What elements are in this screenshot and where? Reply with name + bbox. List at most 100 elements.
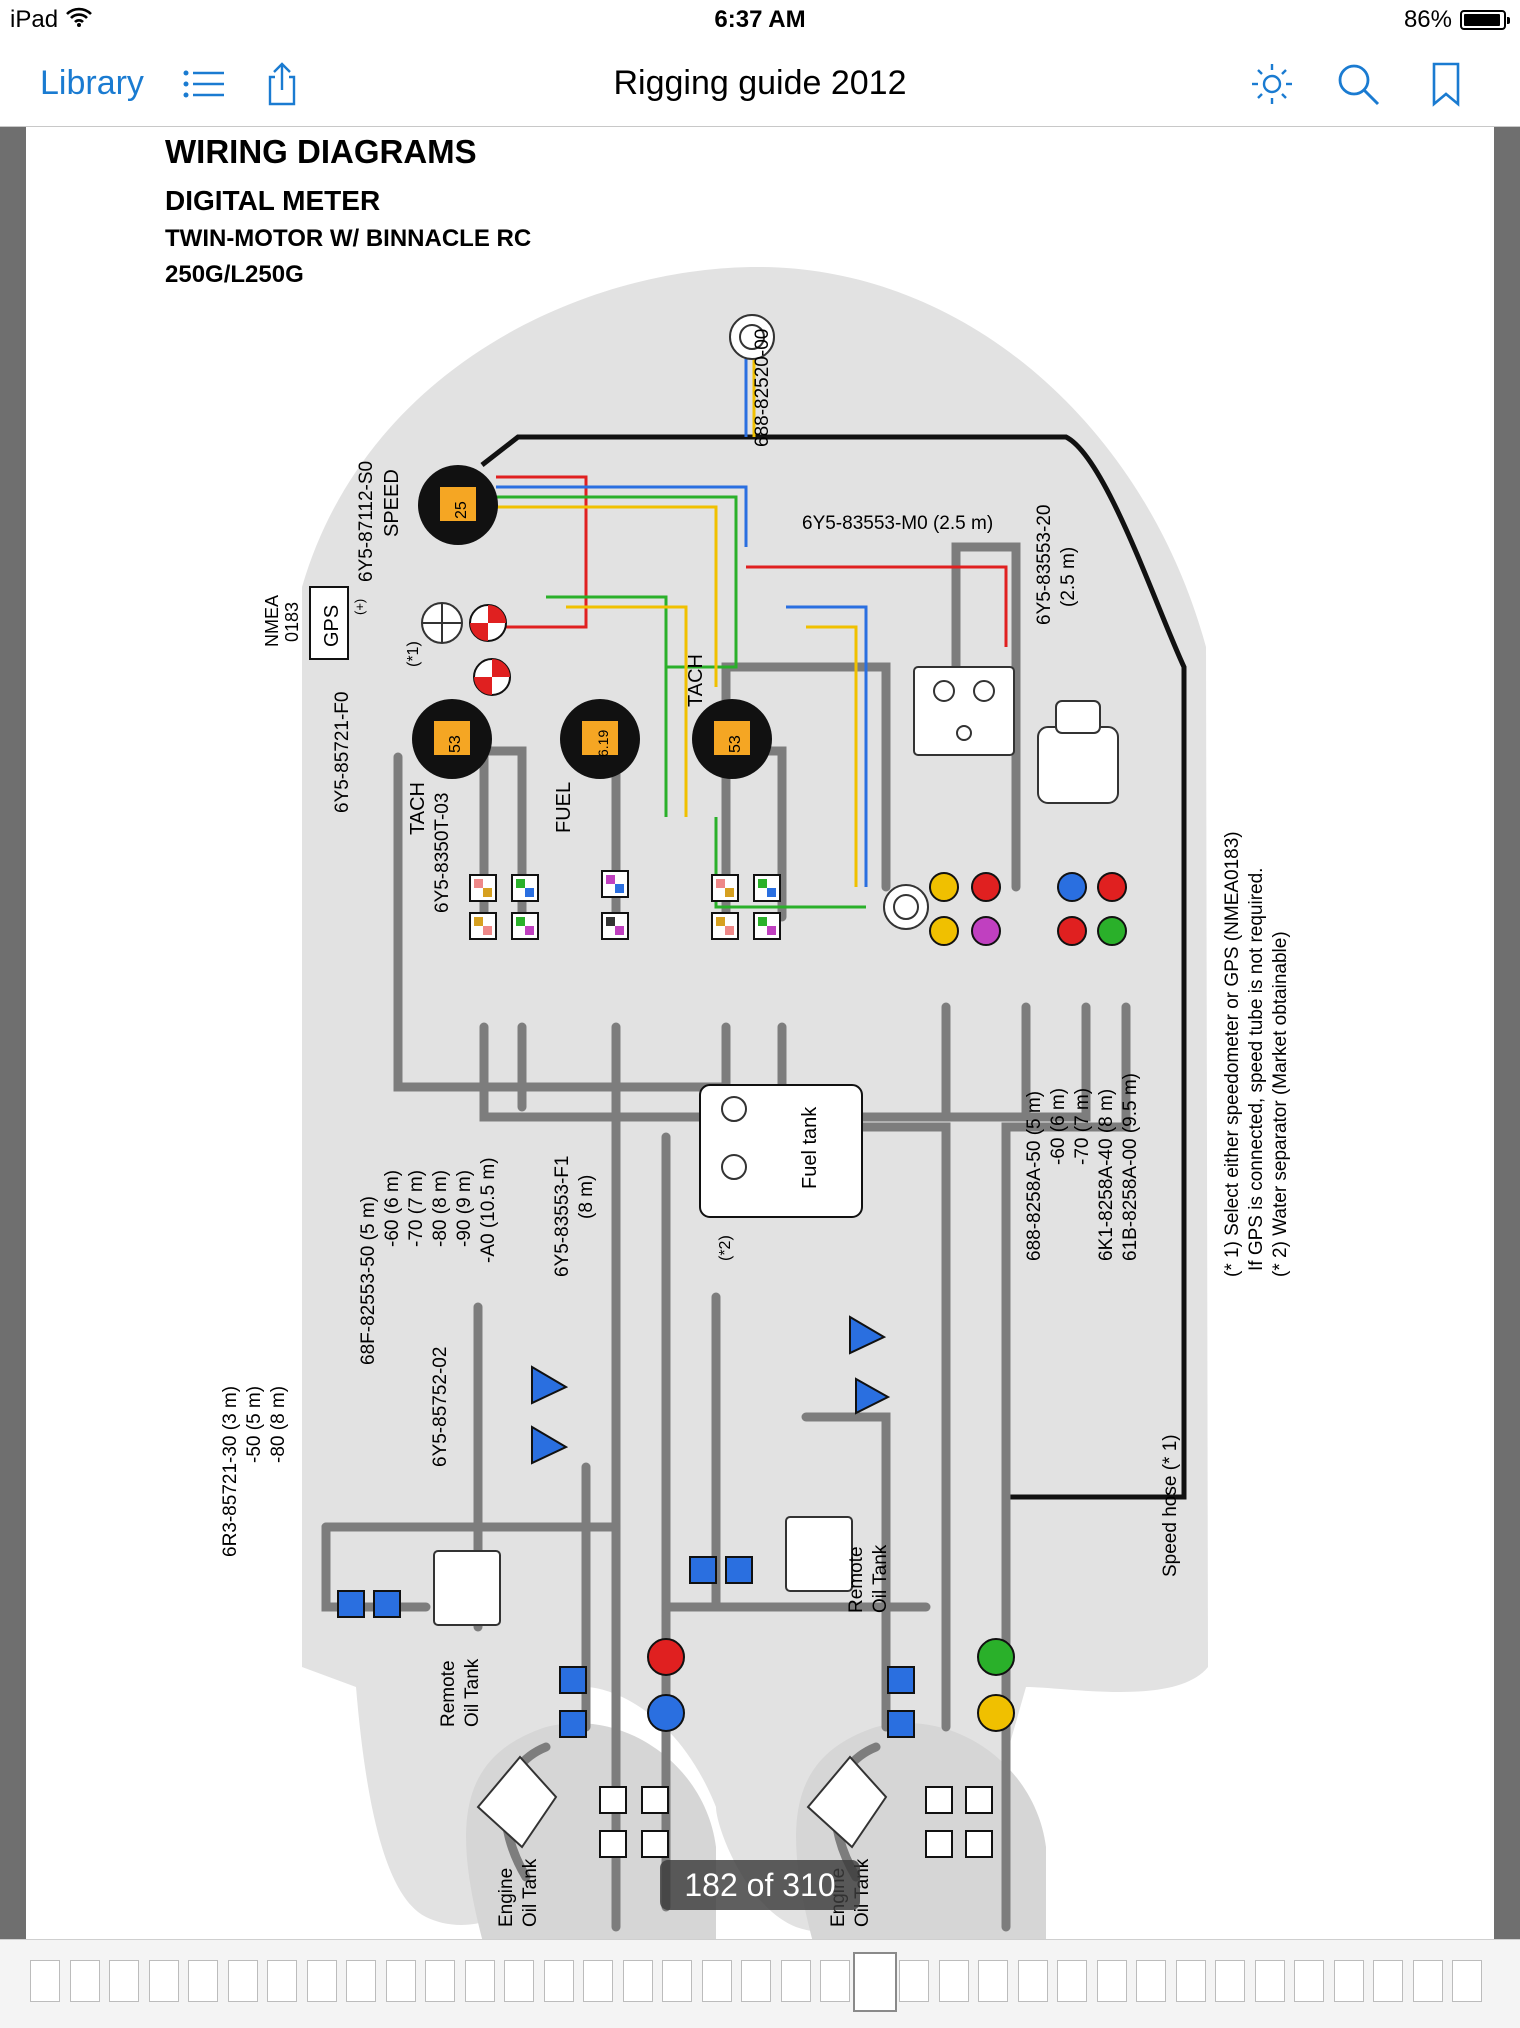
search-icon[interactable] xyxy=(1334,60,1382,108)
page-thumbnail[interactable] xyxy=(1017,1960,1048,2002)
tach-right-label: TACH xyxy=(685,654,707,707)
remote-oil-tank-left xyxy=(433,1550,501,1626)
oil-tank-connectors xyxy=(337,1556,993,1858)
share-icon[interactable] xyxy=(258,60,306,108)
page-thumbnail[interactable] xyxy=(109,1960,139,2002)
list-icon[interactable] xyxy=(180,60,228,108)
page-thumbnail[interactable] xyxy=(543,1960,574,2002)
harness-left-label-5: -90 (9 m) xyxy=(454,1170,475,1247)
page-thumbnail[interactable] xyxy=(583,1960,613,2002)
signal-wires xyxy=(496,357,1008,909)
speed-gauge-display: 25 xyxy=(453,501,470,519)
harness-right-label-3: -70 (7 m) xyxy=(1072,1088,1093,1165)
page-thumbnail[interactable] xyxy=(1215,1960,1245,2002)
page-thumbnail[interactable] xyxy=(306,1960,337,2002)
page-subheading: DIGITAL METER xyxy=(165,185,381,216)
page-thumbnail-strip[interactable] xyxy=(0,1939,1520,2028)
engine-oil-tank-left xyxy=(476,1755,558,1849)
fuel-cable-length-label: (8 m) xyxy=(576,1175,597,1219)
page-thumbnail[interactable] xyxy=(1412,1960,1443,2002)
harness-left-label-1: 68F-82553-50 (5 m) xyxy=(358,1196,379,1365)
fuel-cable-label: 6Y5-83553-F1 xyxy=(552,1156,573,1277)
page-thumbnail[interactable] xyxy=(1333,1960,1364,2002)
page-thumbnail[interactable] xyxy=(385,1960,416,2002)
bookmark-icon[interactable] xyxy=(1422,60,1470,108)
page-thumbnail[interactable] xyxy=(30,1960,60,2002)
page-thumbnail[interactable] xyxy=(346,1960,376,2002)
page-thumbnail[interactable] xyxy=(741,1960,771,2002)
status-bar: iPad 6:37 AM 86% xyxy=(0,0,1520,42)
page-thumbnail[interactable] xyxy=(1254,1960,1285,2002)
page-thumbnail[interactable] xyxy=(1175,1960,1206,2002)
star1-label: (*1) xyxy=(405,641,422,667)
page-thumbnail[interactable] xyxy=(978,1960,1008,2002)
page-thumbnail[interactable] xyxy=(1294,1960,1324,2002)
page-thumbnail[interactable] xyxy=(780,1960,811,2002)
note-3: (* 2) Water separator (Market obtainable… xyxy=(1270,931,1291,1277)
page-thumbnail[interactable] xyxy=(1057,1960,1087,2002)
buzzer-icon-bottom xyxy=(883,884,929,930)
reader-toolbar: Library Rigging guide 2012 xyxy=(0,42,1520,127)
top-sender-label: 688-82520-00 xyxy=(752,329,773,447)
harness-left-label-6: -A0 (10.5 m) xyxy=(478,1157,499,1263)
tach-left-gauge-display: 53 xyxy=(447,735,464,753)
harness-right-label-2: -60 (6 m) xyxy=(1048,1088,1069,1165)
model-label: 250G/L250G xyxy=(165,261,304,288)
junction-box xyxy=(913,666,1015,756)
page-thumbnail[interactable] xyxy=(701,1960,732,2002)
nmea-label: NMEA xyxy=(262,595,282,647)
page-thumbnail[interactable] xyxy=(1136,1960,1166,2002)
hub-cable-right-label: 6Y5-83553-20 xyxy=(1034,505,1055,625)
oil-cable-label-1: 6R3-85721-30 (3 m) xyxy=(220,1386,241,1557)
brightness-icon[interactable] xyxy=(1248,60,1296,108)
connector-blocks xyxy=(469,870,781,940)
oil-cable-label-2: -50 (5 m) xyxy=(244,1386,265,1463)
remote-control-box xyxy=(1037,700,1119,804)
star2-label: (*2) xyxy=(717,1235,734,1261)
document-page: WIRING DIAGRAMS DIGITAL METER TWIN-MOTOR… xyxy=(26,127,1494,1939)
speed-hose-label: Speed hose (* 1) xyxy=(1160,1434,1181,1577)
fuel-tank-fitting-1 xyxy=(721,1096,747,1122)
page-thumbnail[interactable] xyxy=(504,1960,534,2002)
remote-oil-tank-right-label-2: Oil Tank xyxy=(870,1544,891,1613)
page-indicator: 182 of 310 xyxy=(660,1860,860,1910)
page-thumbnail[interactable] xyxy=(188,1960,218,2002)
harness-left-label-2: -60 (6 m) xyxy=(382,1170,403,1247)
diagram-subtitle: TWIN-MOTOR W/ BINNACLE RC xyxy=(165,225,532,252)
page-thumbnail[interactable] xyxy=(1096,1960,1127,2002)
page-heading: WIRING DIAGRAMS xyxy=(165,133,477,170)
library-button[interactable]: Library xyxy=(40,64,144,102)
page-thumbnail[interactable] xyxy=(820,1960,850,2002)
page-thumbnail[interactable] xyxy=(148,1960,179,2002)
nmea-number-label: 0183 xyxy=(282,602,302,642)
separator-label: 6Y5-85752-02 xyxy=(430,1347,451,1467)
page-thumbnail[interactable] xyxy=(464,1960,495,2002)
page-thumbnail[interactable] xyxy=(899,1960,929,2002)
remote-oil-tank-right xyxy=(785,1516,853,1592)
page-thumbnail[interactable] xyxy=(425,1960,455,2002)
engine-oil-tank-left-label-1: Engine xyxy=(496,1868,517,1927)
clock: 6:37 AM xyxy=(714,6,806,33)
speed-part-label: 6Y5-87112-S0 xyxy=(356,461,377,582)
tach-gauge-right xyxy=(692,699,772,779)
thumbnail-current-page[interactable] xyxy=(852,1952,897,2012)
page-thumbnail[interactable] xyxy=(938,1960,969,2002)
pressure-sensor-icon-2 xyxy=(473,658,511,696)
harness-right-label-1: 688-8258A-50 (5 m) xyxy=(1024,1091,1045,1261)
page-thumbnail[interactable] xyxy=(267,1960,297,2002)
page-thumbnail[interactable] xyxy=(622,1960,653,2002)
harness-right-label-4: 6K1-8258A-40 (8 m) xyxy=(1096,1089,1117,1261)
engine-oil-tank-left-label-2: Oil Tank xyxy=(520,1858,541,1927)
gps-cable-label: 6Y5-85721-F0 xyxy=(332,692,353,813)
note-2: If GPS is connected, speed tube is not r… xyxy=(1246,868,1267,1271)
page-thumbnail[interactable] xyxy=(662,1960,692,2002)
tach-right-gauge-display: 53 xyxy=(727,735,744,753)
page-thumbnail[interactable] xyxy=(1373,1960,1403,2002)
page-thumbnail[interactable] xyxy=(69,1960,100,2002)
note-1: (* 1) Select either speedometer or GPS (… xyxy=(1222,831,1243,1277)
tach-left-label: TACH xyxy=(407,782,429,835)
page-viewport[interactable]: WIRING DIAGRAMS DIGITAL METER TWIN-MOTOR… xyxy=(0,127,1520,1939)
page-thumbnail[interactable] xyxy=(227,1960,258,2002)
page-thumbnail[interactable] xyxy=(1452,1960,1482,2002)
battery-percent: 86% xyxy=(1403,6,1452,33)
